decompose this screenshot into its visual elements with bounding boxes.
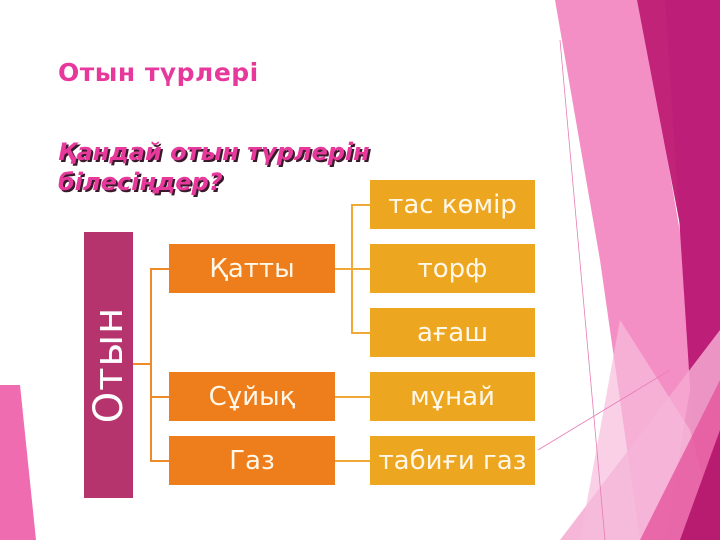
connector-to-liquid — [150, 396, 169, 398]
item-coal: тас көмір — [370, 180, 535, 229]
category-solid: Қатты — [169, 244, 335, 293]
root-node-label: Отын — [85, 306, 132, 424]
root-node-fuel: Отын — [84, 232, 133, 498]
question-line-1: Қандай отын түрлерін — [58, 138, 370, 166]
lower-dark-triangle — [680, 430, 720, 540]
connector-liquid-to-oil — [335, 396, 370, 398]
item-natural-gas-label: табиғи газ — [378, 445, 527, 476]
connector-to-solid — [150, 268, 169, 270]
connector-to-gas — [150, 460, 169, 462]
item-oil: мұнай — [370, 372, 535, 421]
category-liquid-label: Сұйық — [208, 381, 296, 412]
slide-question: Қандай отын түрлерін білесіңдер? — [58, 137, 370, 197]
item-peat-label: торф — [417, 253, 488, 284]
category-solid-label: Қатты — [209, 253, 295, 284]
item-coal-label: тас көмір — [388, 189, 517, 220]
item-wood: ағаш — [370, 308, 535, 357]
connector-root-stub — [133, 363, 151, 365]
thin-crossing-line — [537, 369, 671, 451]
left-pink-shape — [0, 385, 36, 540]
category-liquid: Сұйық — [169, 372, 335, 421]
item-peat: торф — [370, 244, 535, 293]
connector-solid-trunk — [351, 204, 353, 333]
item-oil-label: мұнай — [410, 381, 495, 412]
item-wood-label: ағаш — [416, 317, 488, 348]
thin-diagonal-line — [559, 39, 606, 540]
connector-to-wood — [351, 332, 370, 334]
slide-title: Отын түрлері — [58, 58, 259, 87]
category-gas-label: Газ — [229, 445, 275, 476]
category-gas: Газ — [169, 436, 335, 485]
item-natural-gas: табиғи газ — [370, 436, 535, 485]
connector-left-trunk — [150, 268, 152, 461]
connector-to-coal — [351, 204, 370, 206]
question-line-2: білесіңдер? — [58, 168, 223, 196]
connector-gas-to-natural-gas — [335, 460, 370, 462]
